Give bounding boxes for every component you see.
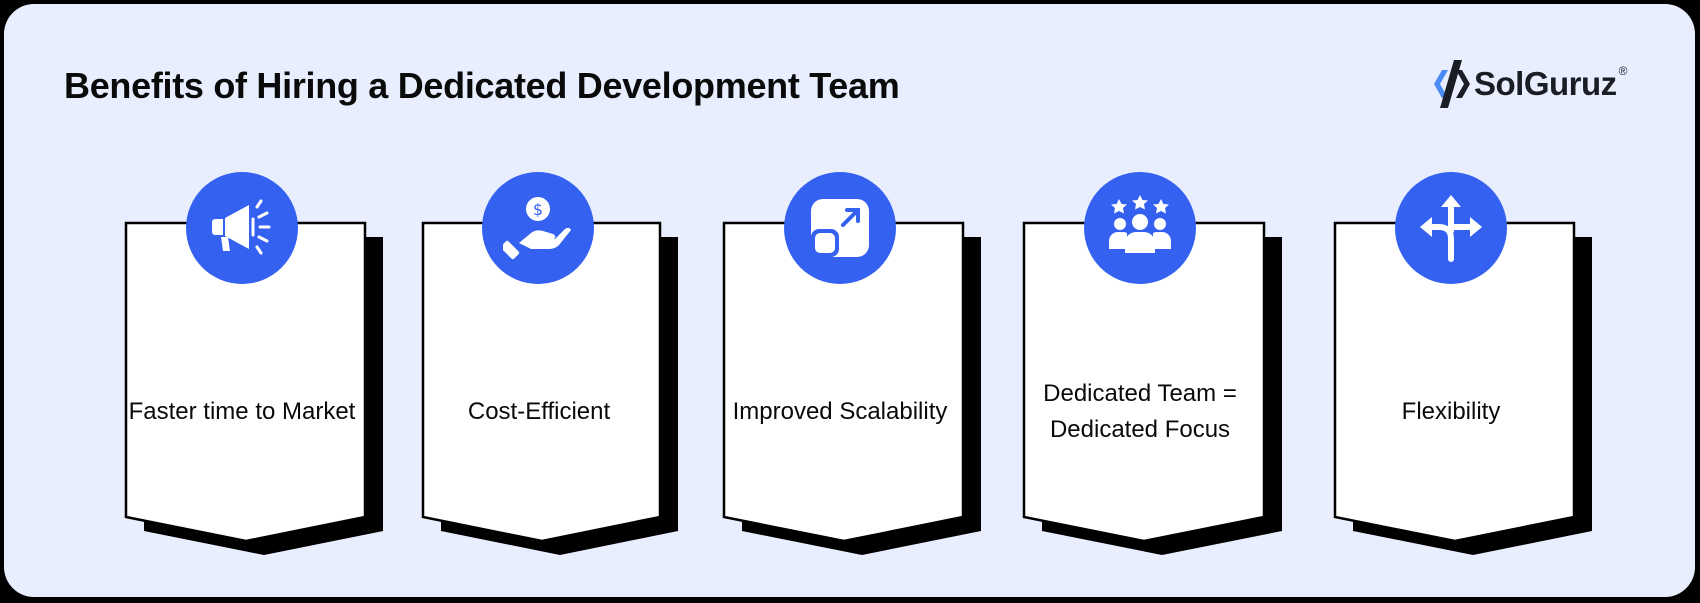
card-label: Improved Scalability [732, 398, 948, 425]
solguruz-logo-icon [1434, 60, 1470, 108]
icon-circle [784, 172, 896, 284]
registered-mark: ® [1618, 64, 1628, 78]
card-label: Faster time to Market [128, 398, 356, 425]
benefit-card-flexibility: Flexibility [1331, 172, 1592, 555]
card-shape [421, 221, 678, 555]
card-label: Dedicated Team = Dedicated Focus [1043, 380, 1237, 443]
icon-circle [1084, 172, 1196, 284]
benefit-card-faster-time: Faster time to Market [122, 172, 383, 555]
logo-text: SolGuruz [1474, 65, 1617, 102]
card-shape [1333, 221, 1592, 555]
card-label: Flexibility [1401, 398, 1501, 425]
card-shape [124, 221, 383, 555]
svg-text:$: $ [533, 200, 543, 219]
card-label: Cost-Efficient [467, 398, 611, 425]
split-arrows-icon [1420, 195, 1482, 262]
icon-circle [1395, 172, 1507, 284]
megaphone-icon [212, 199, 271, 255]
card-shape [722, 221, 981, 555]
solguruz-logo: SolGuruz ® [1432, 56, 1628, 112]
icon-circle [186, 172, 298, 284]
scale-up-icon [811, 199, 869, 257]
team-stars-icon [1109, 195, 1171, 253]
benefit-card-dedicated-focus: Dedicated Team = Dedicated Focus [1020, 172, 1282, 555]
hand-coin-icon: $ [503, 197, 571, 260]
benefit-card-scalability: Improved Scalability [720, 172, 981, 555]
page-title: Benefits of Hiring a Dedicated Developme… [64, 65, 900, 106]
benefit-card-cost-efficient: $ Cost-Efficient [419, 172, 679, 555]
card-shape [1022, 221, 1282, 555]
icon-circle: $ [482, 172, 594, 284]
